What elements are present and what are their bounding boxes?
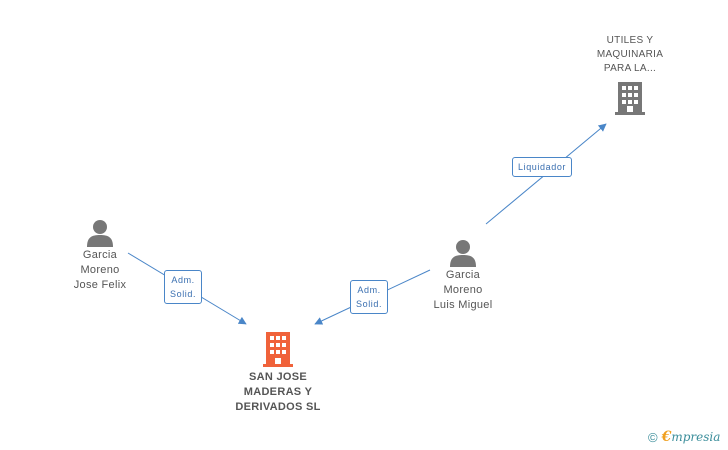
node-label-line: Garcia — [445, 269, 481, 281]
person-icon — [450, 240, 476, 267]
node-san-jose-maderas[interactable]: SAN JOSE MADERAS Y DERIVADOS SL — [218, 330, 338, 415]
node-label-line: MADERAS Y — [243, 386, 313, 398]
building-icon — [263, 332, 293, 367]
node-label-line: Moreno — [80, 264, 120, 276]
node-garcia-moreno-jose-felix[interactable]: Garcia Moreno Jose Felix — [54, 218, 146, 293]
building-icon — [615, 82, 645, 115]
edge-label-adm-solid-jose-felix[interactable]: Adm. Solid. — [164, 270, 203, 304]
node-label-line: DERIVADOS SL — [235, 401, 321, 413]
node-label-line: Moreno — [443, 284, 483, 296]
brand-logo-text: mpresia — [671, 430, 721, 444]
node-utiles-y-maquinaria[interactable]: UTILES Y MAQUINARIA PARA LA... — [576, 34, 684, 116]
node-label-line: MAQUINARIA — [596, 49, 664, 60]
person-icon — [87, 220, 113, 247]
brand-logo-initial: € — [661, 429, 672, 445]
node-label-line: SAN JOSE — [248, 371, 308, 383]
edge-label-line: Adm. — [171, 275, 195, 285]
node-label-line: Jose Felix — [73, 279, 127, 291]
node-garcia-moreno-luis-miguel[interactable]: Garcia Moreno Luis Miguel — [416, 238, 510, 313]
edge-label-line: Liquidador — [518, 162, 567, 172]
edge-label-line: Solid. — [356, 299, 383, 309]
footer-branding: © €mpresia — [648, 428, 720, 446]
node-label-line: Luis Miguel — [433, 299, 493, 311]
edge-label-liquidador[interactable]: Liquidador — [512, 157, 573, 177]
brand-logo[interactable]: €mpresia — [662, 429, 721, 445]
edge-label-line: Solid. — [170, 289, 197, 299]
node-label-line: UTILES Y — [606, 35, 654, 46]
copyright-symbol: © — [648, 429, 658, 445]
edge-label-adm-solid-luis-miguel[interactable]: Adm. Solid. — [350, 280, 389, 314]
edge-label-line: Adm. — [357, 285, 381, 295]
node-label-line: PARA LA... — [603, 63, 657, 74]
node-label-line: Garcia — [82, 249, 118, 261]
